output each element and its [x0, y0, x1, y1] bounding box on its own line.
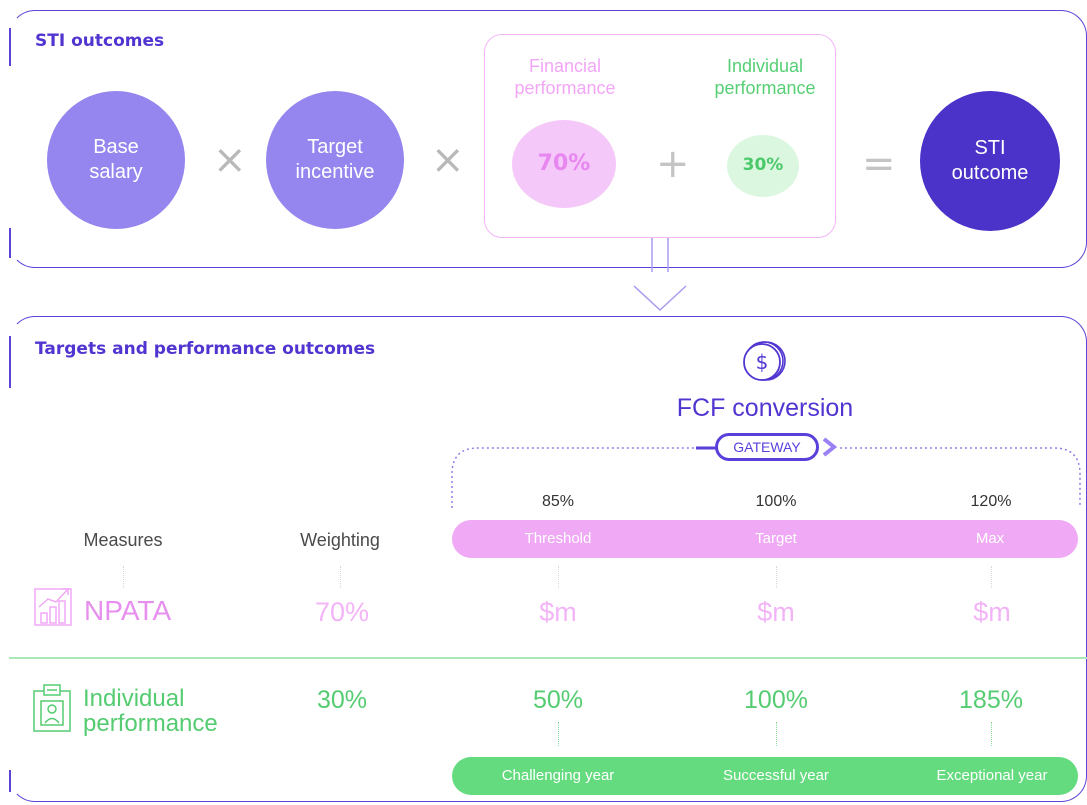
connector-dots	[123, 566, 124, 588]
npata-label: NPATA	[84, 595, 172, 626]
tier-pct-target: 100%	[755, 493, 797, 510]
dollar-coin-icon: $	[743, 341, 786, 381]
tier-bar	[452, 520, 1078, 558]
target-incentive-label: Target incentive	[295, 136, 375, 183]
individual-value-successful: 100%	[744, 686, 808, 714]
equals-operator: =	[862, 141, 896, 187]
connector-dots	[340, 566, 341, 588]
performance-bracket	[484, 34, 836, 238]
connector-dots	[991, 566, 992, 588]
plus-operator: +	[656, 141, 690, 187]
connector-dots	[776, 722, 777, 746]
gateway-label: GATEWAY	[733, 439, 801, 455]
frame-left-edge	[9, 336, 11, 388]
svg-text:$: $	[756, 350, 769, 374]
targets-title: Targets and performance outcomes	[35, 339, 376, 359]
individual-weight-circle: 30%	[727, 135, 799, 197]
gateway-arrow-icon	[822, 437, 838, 457]
financial-performance-label: Financial performance	[514, 56, 616, 98]
multiply-operator: ×	[431, 137, 465, 183]
npata-value-threshold: $m	[539, 597, 577, 627]
sti-outcomes-title: STI outcomes	[35, 31, 165, 51]
individual-performance-label: Individual performance	[714, 56, 816, 98]
individual-value-exceptional: 185%	[959, 686, 1023, 714]
frame-left-edge	[9, 228, 11, 258]
target-incentive-circle: Target incentive	[266, 91, 404, 229]
tier-target-label: Target	[755, 530, 797, 547]
weighting-header: Weighting	[300, 530, 380, 550]
sti-outcome-label: STI outcome	[951, 137, 1029, 184]
id-badge-icon	[33, 684, 71, 732]
tier-pct-max: 120%	[970, 493, 1012, 510]
financial-weight-value: 70%	[537, 151, 591, 177]
arrow-down-icon	[633, 238, 687, 312]
npata-weighting: 70%	[314, 597, 370, 627]
npata-value-max: $m	[973, 597, 1011, 627]
connector-dots	[558, 722, 559, 746]
frame-left-edge	[9, 28, 11, 66]
individual-weight-value: 30%	[742, 155, 784, 176]
challenging-year-label: Challenging year	[501, 767, 615, 784]
tier-threshold-label: Threshold	[524, 530, 592, 547]
connector-dots	[776, 566, 777, 588]
tier-max-label: Max	[975, 530, 1005, 547]
successful-year-label: Successful year	[723, 767, 829, 784]
base-salary-label: Base salary	[89, 136, 143, 183]
connector-dots	[991, 722, 992, 746]
gateway-pill: GATEWAY	[715, 433, 819, 461]
fcf-conversion-label: FCF conversion	[676, 394, 854, 422]
row-divider	[9, 657, 1087, 659]
exceptional-year-label: Exceptional year	[936, 767, 1048, 784]
tier-pct-threshold: 85%	[541, 493, 575, 510]
bar-chart-icon	[34, 588, 72, 626]
measures-header: Measures	[83, 530, 163, 550]
sti-outcome-circle: STI outcome	[920, 91, 1060, 231]
financial-weight-circle: 70%	[512, 120, 616, 208]
connector-dots	[558, 566, 559, 588]
frame-left-edge	[9, 770, 11, 792]
multiply-operator: ×	[213, 137, 247, 183]
individual-weighting: 30%	[316, 686, 368, 714]
gateway-bracket	[451, 446, 1081, 508]
base-salary-circle: Base salary	[47, 91, 185, 229]
individual-value-challenging: 50%	[532, 686, 584, 714]
npata-value-target: $m	[757, 597, 795, 627]
individual-performance-row-label: Individual performance	[83, 685, 218, 738]
outcome-bar	[452, 757, 1078, 795]
